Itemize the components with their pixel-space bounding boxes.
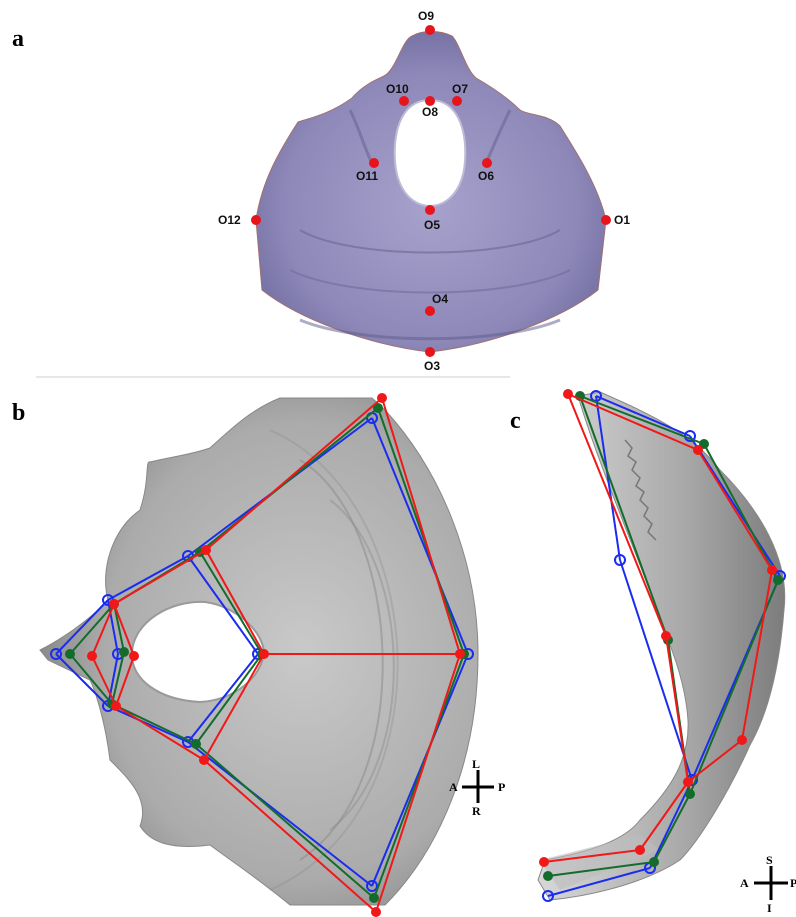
panel-c-series-1-point: [650, 858, 658, 866]
panel-b-series-2-point: [130, 652, 138, 660]
landmark-dot-o12: [251, 215, 261, 225]
panel-c-series-2-point: [694, 446, 702, 454]
landmark-dot-o3: [425, 347, 435, 357]
panel-a-letter: a: [12, 26, 24, 52]
panel-c-series-1-point: [774, 576, 782, 584]
landmark-label-o11: O11: [356, 169, 378, 183]
landmark-label-o1: O1: [614, 213, 630, 227]
panel-b-series-1-point: [120, 648, 128, 656]
compass-b-right: P: [498, 780, 505, 794]
panel-b-series-2-point: [372, 908, 380, 916]
panel-b-series-2-point: [110, 600, 118, 608]
panel-b-series-1-point: [66, 650, 74, 658]
panel-b-series-1-point: [370, 894, 378, 902]
panel-b-series-2-point: [456, 650, 464, 658]
landmark-label-o3: O3: [424, 359, 440, 373]
panel-c-series-2-point: [540, 858, 548, 866]
panel-b-series-2-point: [88, 652, 96, 660]
panel-b-series-2-point: [260, 650, 268, 658]
landmark-dot-o4: [425, 306, 435, 316]
landmark-label-o6: O6: [478, 169, 494, 183]
landmark-label-o12: O12: [218, 213, 241, 227]
panel-a-bone: [256, 32, 606, 353]
panel-c-series-2-point: [564, 390, 572, 398]
panel-b-series-1-point: [374, 404, 382, 412]
compass-c-top: S: [766, 853, 773, 867]
compass-b-bottom: R: [472, 804, 481, 818]
compass-c-left: A: [740, 876, 749, 890]
panel-c-bone: [538, 392, 785, 900]
compass-b-left: A: [449, 780, 458, 794]
landmark-dot-o5: [425, 205, 435, 215]
compass-b-top: L: [472, 757, 480, 771]
panel-b-series-2-point: [378, 394, 386, 402]
landmark-label-o10: O10: [386, 82, 409, 96]
panel-b-series-2-point: [202, 546, 210, 554]
landmark-label-o7: O7: [452, 82, 468, 96]
compass-c-right: P: [790, 876, 796, 890]
panel-c-series-2-point: [636, 846, 644, 854]
panel-c-series-2-point: [662, 632, 670, 640]
panel-c-series-2-point: [738, 736, 746, 744]
panel-c-series-1-point: [544, 872, 552, 880]
panel-b-series-2-point: [112, 702, 120, 710]
landmark-dot-o6: [482, 158, 492, 168]
landmark-dot-o9: [425, 25, 435, 35]
panel-b-series-1-point: [192, 740, 200, 748]
compass-c-bottom: I: [767, 901, 772, 915]
panel-c-series-2-point: [768, 566, 776, 574]
landmark-label-o9: O9: [418, 9, 434, 23]
panel-c-series-2-point: [684, 778, 692, 786]
compass-c: S A P I: [740, 853, 796, 915]
landmark-dot-o10: [399, 96, 409, 106]
landmark-label-o4: O4: [432, 292, 448, 306]
panel-c-letter: c: [510, 408, 521, 434]
panel-b-letter: b: [12, 400, 25, 426]
landmark-label-o8: O8: [422, 105, 438, 119]
panel-b-series-2-point: [200, 756, 208, 764]
landmark-label-o5: O5: [424, 218, 440, 232]
landmark-dot-o11: [369, 158, 379, 168]
panel-c-series-1-point: [686, 790, 694, 798]
landmark-dot-o7: [452, 96, 462, 106]
landmark-dot-o1: [601, 215, 611, 225]
